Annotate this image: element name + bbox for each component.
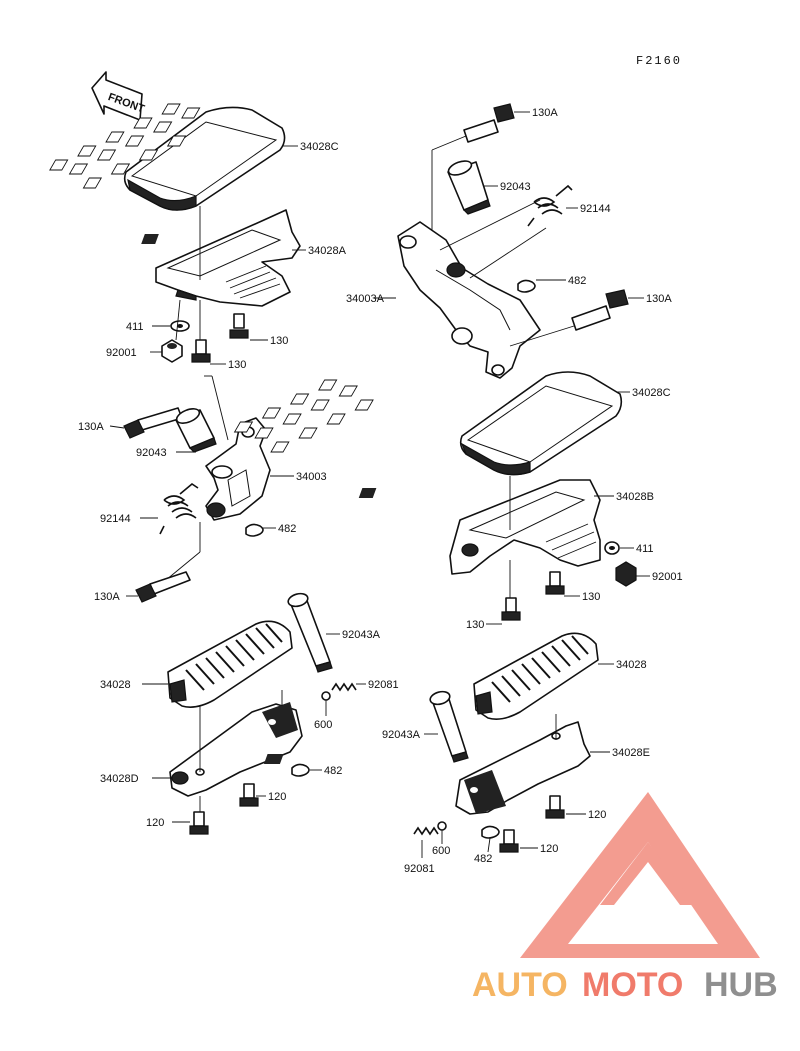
bolt-130a-right-top [463,103,515,143]
figure-code: F2160 [636,54,682,68]
label-482-right-bot: 482 [474,853,492,865]
watermark-triangle-inner [568,842,718,944]
label-130a-left-top: 130A [78,421,104,433]
bolt-120-right-a [545,795,565,819]
label-411-left: 411 [126,321,144,333]
label-120-right-a: 120 [588,809,606,821]
bolt-130-left-a [229,313,249,339]
label-92144-right: 92144 [580,203,611,215]
spring-92144-right [527,184,573,227]
label-34028d: 34028D [100,773,139,785]
label-34028b: 34028B [616,491,654,503]
footpeg-rubber-34028c-right [233,371,623,476]
label-92001-left: 92001 [106,347,137,359]
label-34028c-right: 34028C [632,387,671,399]
watermark-logo [520,792,760,958]
footpeg-bracket-34028e [263,721,591,815]
footpeg-rubber-34028-left [167,620,293,708]
label-34028c-left: 34028C [300,141,339,153]
front-arrow-icon: FRONT [91,71,146,121]
label-482-right-top: 482 [568,275,586,287]
clip-482-right-bot [481,825,500,839]
label-130-left-a: 130 [270,335,288,347]
ball-600-right [437,821,447,831]
watermark-m-icon [600,842,695,905]
watermark-part-1: AUTO [472,966,568,1004]
label-34003a: 34003A [346,293,385,305]
label-130-right-b: 130 [466,619,484,631]
label-92043a-left: 92043A [342,629,381,641]
label-34028e: 34028E [612,747,650,759]
bracket-34003a [397,221,541,379]
bolt-120-right-b [499,829,519,853]
bolt-130a-left-top [123,407,183,439]
label-92001-right: 92001 [652,571,683,583]
label-411-right: 411 [636,543,654,555]
bolt-130a-left-bot [135,571,191,603]
pin-92043-left [175,408,217,453]
watermark-part-2: MOTO [582,966,683,1004]
spring-92081-left [331,682,357,692]
label-92144-left: 92144 [100,513,131,525]
label-600-left: 600 [314,719,332,731]
clip-482-right-top [517,279,536,293]
label-482-left: 482 [278,523,296,535]
label-600-right: 600 [432,845,450,857]
footpeg-bracket-34028a [141,209,301,307]
label-120-left-b: 120 [146,817,164,829]
pin-92043a-left [287,592,333,673]
label-92043-left: 92043 [136,447,167,459]
label-130-right-a: 130 [582,591,600,603]
label-92043-right: 92043 [500,181,531,193]
footpeg-bracket-34028b [358,479,601,575]
washer-411-left [170,320,190,332]
footpeg-rubber-34028-right [473,632,599,720]
label-92043a-right: 92043A [382,729,421,741]
nut-92001-left [161,339,183,363]
nut-92001-right [615,561,637,587]
label-34028a: 34028A [308,245,347,257]
watermark-text: AUTO MOTO HUB [472,966,778,1004]
ball-600-left [321,691,331,701]
watermark-part-3: HUB [704,966,778,1004]
label-130a-left-bot: 130A [94,591,120,603]
label-130a-right-mid: 130A [646,293,672,305]
label-130a-right-top: 130A [532,107,558,119]
label-34028-left: 34028 [100,679,131,691]
label-120-right-b: 120 [540,843,558,855]
spring-92081-right [413,826,439,836]
pin-92043-right [447,160,491,215]
footpeg-bracket-34028d [169,702,303,797]
label-482-left-bot: 482 [324,765,342,777]
spring-92144-left [159,483,199,535]
pin-92043a-right [429,690,469,763]
washer-411-right [604,541,620,555]
bolt-130-right-b [501,597,521,621]
label-130-left-b: 130 [228,359,246,371]
clip-482-left-bot [291,763,310,777]
label-92081-right: 92081 [404,863,435,875]
bolt-120-left-a [239,783,259,807]
footpeg-rubber-34028c-left [49,103,286,211]
label-34028-right: 34028 [616,659,647,671]
bolt-130-right-a [545,571,565,595]
bolt-130-left-b [191,339,211,363]
bolt-130a-right-mid [571,289,629,331]
clip-482-left [245,523,264,537]
bolt-120-left-b [189,811,209,835]
label-92081-left: 92081 [368,679,399,691]
label-34003: 34003 [296,471,327,483]
label-120-left-a: 120 [268,791,286,803]
